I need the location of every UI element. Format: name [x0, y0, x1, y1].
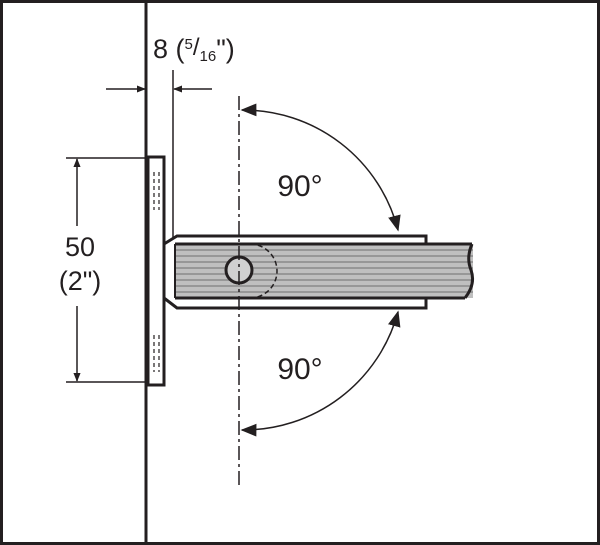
glass-clamp — [163, 234, 474, 310]
pivot-hidden-arc — [249, 243, 278, 299]
offset-dimension: 8 (5/16") — [106, 34, 235, 238]
clamp-lower-jaw — [163, 294, 428, 310]
upper-angle-label: 90° — [277, 170, 322, 203]
clamp-upper-jaw — [163, 234, 428, 248]
offset-label: 8 (5/16") — [153, 34, 235, 65]
glass-stripes — [175, 249, 473, 293]
glass-break-line — [463, 243, 474, 299]
glass-panel — [175, 244, 473, 298]
mounting-plate — [146, 155, 166, 387]
height-dimension: 50 (2") — [59, 157, 150, 383]
height-mm-label: 50 — [65, 232, 95, 262]
lower-angle-label: 90° — [277, 353, 322, 386]
upper-angle-arc — [240, 103, 401, 232]
lower-angle-arc — [240, 310, 401, 437]
plate-body — [146, 155, 166, 387]
height-in-label: (2") — [59, 266, 102, 296]
rotation-angles: 90° 90° — [240, 103, 401, 437]
